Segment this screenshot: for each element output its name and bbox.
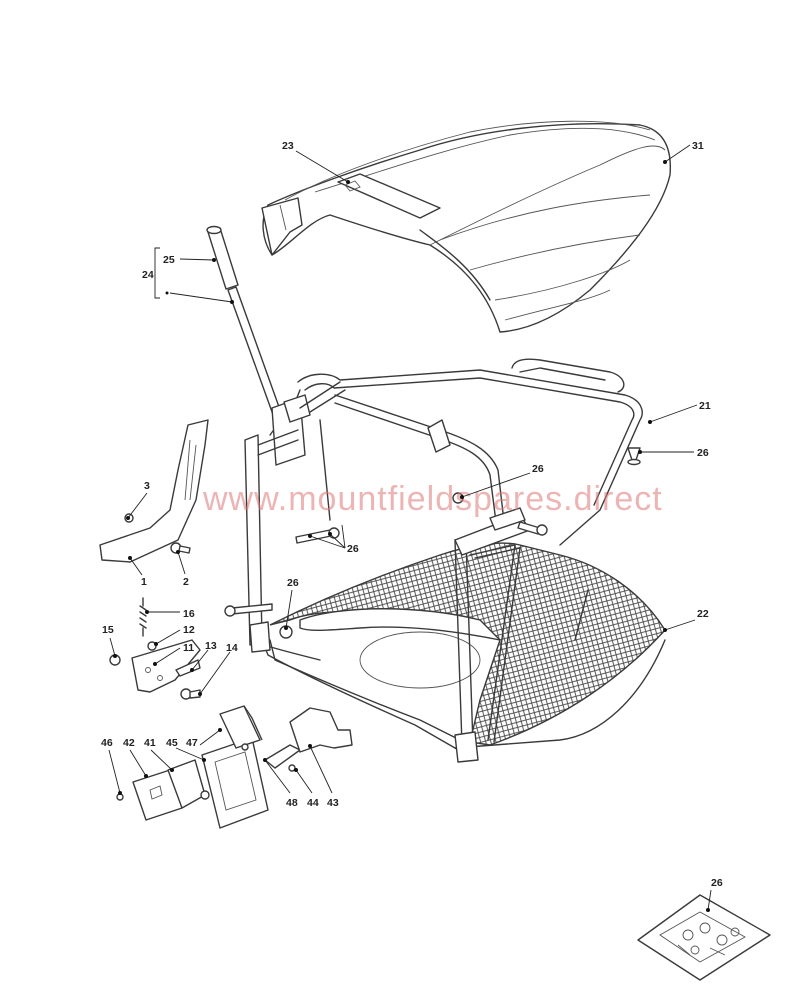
callout-26-b: 26 [532,463,544,475]
callout-47: 47 [186,737,198,749]
callout-12: 12 [183,624,195,636]
catcher-frame [244,358,643,661]
callout-labels: 23 31 25 24 21 26 26 26 26 22 3 1 2 16 1… [101,140,723,889]
bolts-26 [224,447,641,639]
fixings-bag [637,894,771,981]
callout-43: 43 [327,797,339,809]
latch-assembly [116,705,353,829]
callout-11: 11 [183,642,194,654]
callout-48: 48 [286,797,298,809]
callout-44: 44 [307,797,319,809]
callout-22: 22 [697,608,709,620]
spring-16 [139,597,147,637]
callout-24: 24 [142,269,154,281]
callout-26-a: 26 [697,447,709,459]
catcher-lid [261,120,672,333]
callout-2: 2 [183,576,189,588]
callout-42: 42 [123,737,135,749]
callout-14: 14 [226,642,238,654]
callout-26-e: 26 [711,877,723,889]
callout-45: 45 [166,737,178,749]
frame-uprights [249,507,531,763]
callout-25: 25 [163,254,175,266]
callout-1: 1 [141,576,147,588]
callout-31: 31 [692,140,704,152]
catcher-bag [261,542,666,757]
callout-3: 3 [144,480,150,492]
callout-26-c: 26 [347,543,359,555]
callout-26-d: 26 [287,577,299,589]
callout-16: 16 [183,608,195,620]
callout-21: 21 [699,400,711,412]
bolt-2 [170,542,191,554]
callout-46: 46 [101,737,113,749]
watermark-text: www.mountfieldspares.direct [202,480,663,518]
leader-lines [108,144,712,912]
linkage-11 [131,639,201,693]
callout-23: 23 [282,140,294,152]
callout-41: 41 [144,737,156,749]
callout-15: 15 [102,624,114,636]
callout-13: 13 [205,640,217,652]
handle-assembly [206,225,289,435]
bracket-1 [99,419,209,563]
small-parts-12-15 [109,641,201,700]
